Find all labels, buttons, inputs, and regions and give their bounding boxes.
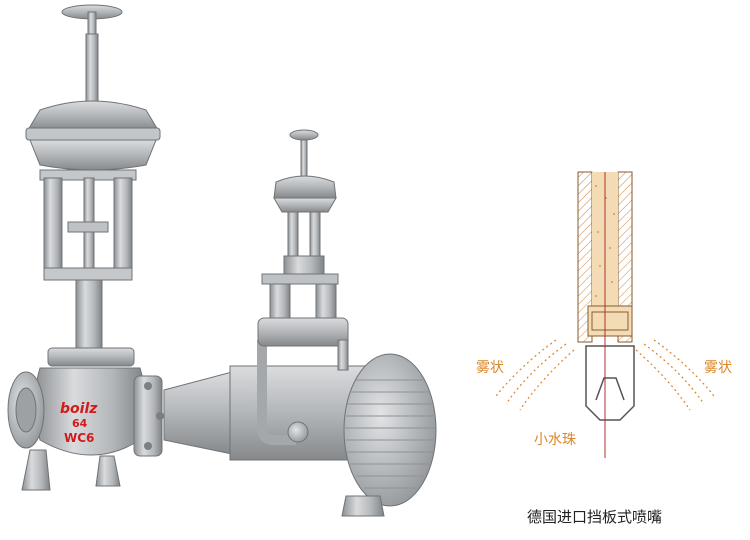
nozzle-caption: 德国进口挡板式喷嘴 bbox=[527, 508, 663, 526]
stem bbox=[85, 33, 99, 113]
nozzle-cross-section bbox=[495, 171, 715, 458]
handwheel bbox=[61, 4, 123, 35]
spray-control-valve bbox=[257, 129, 349, 371]
mist-label-right: 雾状 bbox=[704, 360, 732, 376]
bonnet bbox=[75, 279, 103, 353]
mist-label-left: 雾状 bbox=[476, 360, 504, 376]
yoke bbox=[39, 169, 137, 281]
valve-brand-text: boilz bbox=[60, 401, 98, 417]
perforated-end-plate bbox=[343, 353, 437, 507]
valve-body bbox=[7, 367, 164, 491]
control-valve: boilz 64 WC6 bbox=[7, 4, 164, 491]
valve-rating-text: 64 bbox=[72, 417, 88, 430]
valve-material-text: WC6 bbox=[64, 431, 94, 445]
desuperheater-assembly bbox=[163, 129, 437, 517]
bonnet-flange bbox=[47, 347, 135, 367]
cone-transition bbox=[163, 371, 233, 455]
actuator-housing bbox=[25, 100, 161, 171]
droplet-label: 小水珠 bbox=[534, 432, 576, 448]
